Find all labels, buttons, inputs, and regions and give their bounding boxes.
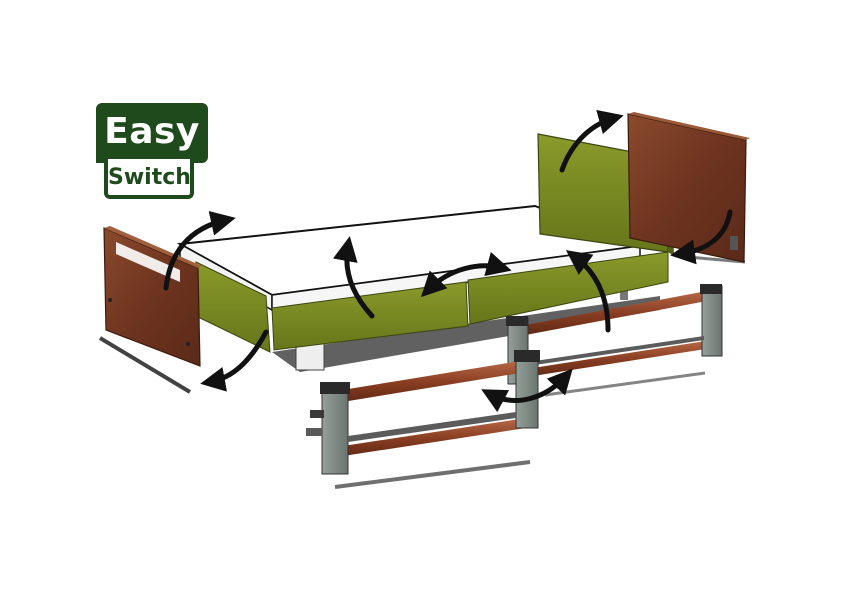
- side-rail-front: [306, 350, 540, 475]
- arrow-rail-slide: [481, 368, 573, 413]
- wood-footboard-left: [103, 226, 202, 367]
- wood-headboard-right: [627, 112, 750, 263]
- easy-switch-logo: Easy Switch: [96, 103, 208, 199]
- logo-line-easy: Easy: [96, 103, 208, 163]
- arrow-headboard-up: [559, 109, 624, 173]
- bed-leg-rear: [620, 286, 628, 300]
- movement-arrows: [163, 109, 733, 413]
- logo-line-switch: Switch: [104, 159, 194, 199]
- bed-base-shadow: [272, 296, 660, 372]
- arrow-headboard-attach: [670, 209, 733, 265]
- arrow-panel-up: [333, 236, 375, 319]
- arrow-footboard-up: [163, 211, 236, 291]
- arrow-rail-up: [565, 250, 611, 333]
- arrow-panel-slide: [420, 252, 512, 298]
- arrow-footboard-down: [200, 329, 269, 392]
